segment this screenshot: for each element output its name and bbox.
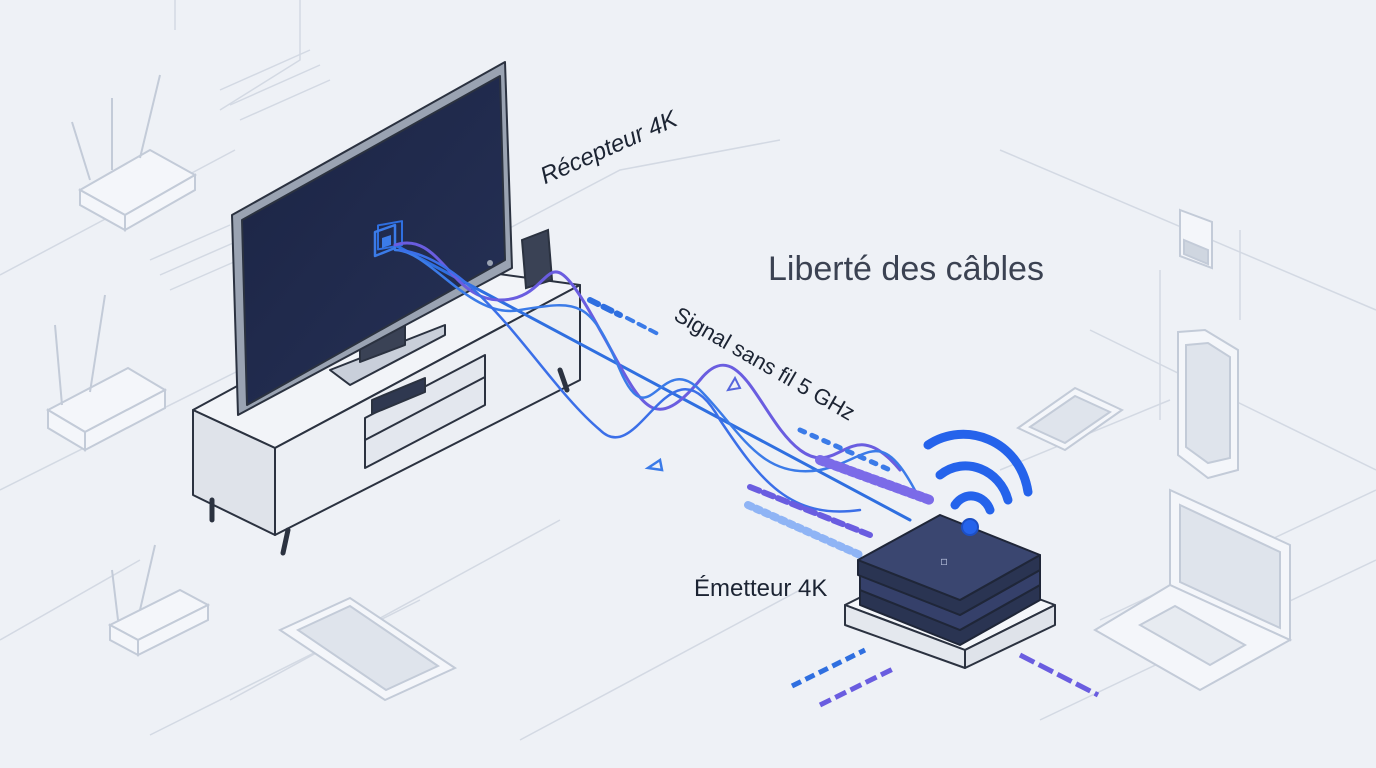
- router-icon: [107, 544, 211, 657]
- router-icon: [45, 294, 168, 452]
- diagram-title: Liberté des câbles: [768, 250, 1044, 288]
- device-icon: [1179, 208, 1213, 270]
- wifi-icon: [923, 429, 1033, 536]
- svg-text:▫: ▫: [940, 554, 948, 568]
- wireless-signal: [393, 241, 935, 559]
- smartphone-icon: [1016, 386, 1124, 452]
- router-icon: [71, 74, 198, 232]
- emitter-label: Émetteur 4K: [694, 575, 828, 602]
- bottom-signal-dashes: [790, 647, 1100, 708]
- game-console-icon: ▫: [857, 514, 1041, 646]
- tv-icon: [231, 61, 513, 416]
- laptop-icon: [1093, 488, 1293, 692]
- receiver-device: [520, 228, 554, 290]
- smartphone-icon: [1177, 328, 1239, 480]
- tablet-icon: [277, 596, 458, 702]
